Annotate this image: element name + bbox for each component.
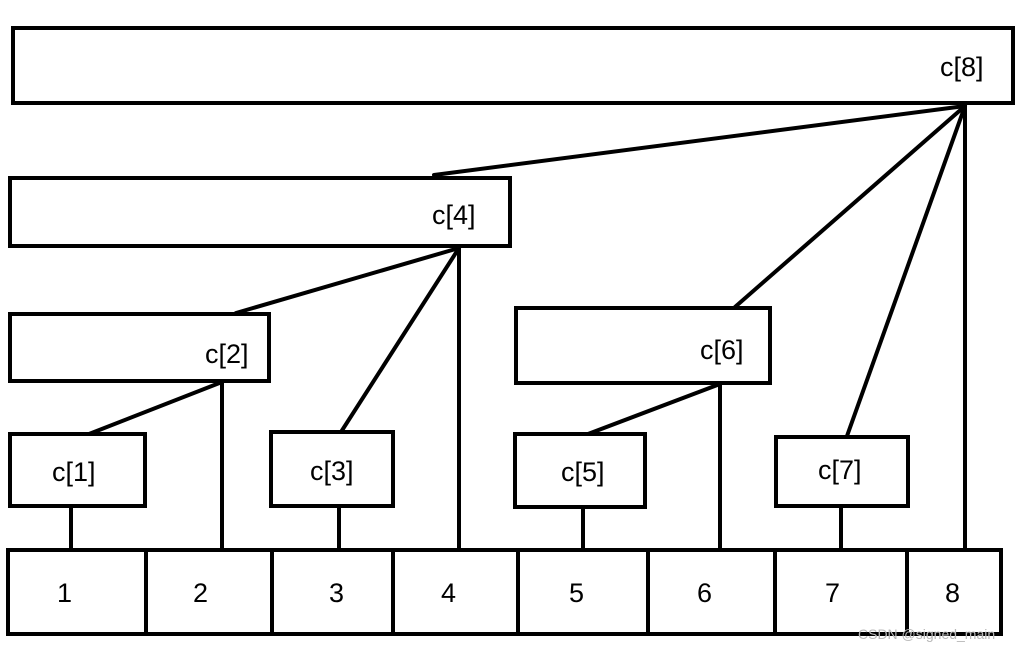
node-c3: c[3] xyxy=(269,430,395,508)
node-c5: c[5] xyxy=(513,432,647,509)
node-c7: c[7] xyxy=(774,435,910,508)
edge-c6-c5 xyxy=(586,382,722,436)
edge-c4-c2 xyxy=(234,246,461,315)
array-cell-2: 2 xyxy=(193,578,208,608)
node-c1: c[1] xyxy=(8,432,147,508)
node-c2: c[2] xyxy=(8,312,271,383)
node-c3-label: c[3] xyxy=(310,456,354,486)
edge-c4-c3 xyxy=(339,246,461,434)
node-c5-box xyxy=(513,432,647,509)
edge-c8-c7 xyxy=(845,104,967,438)
node-c7-box xyxy=(774,435,910,508)
node-c2-label: c[2] xyxy=(205,339,249,369)
node-c8-box xyxy=(11,26,1015,105)
array-cell-5: 5 xyxy=(569,578,584,608)
array-outline xyxy=(6,548,1003,636)
node-c4-box xyxy=(8,176,512,248)
array-cell-3: 3 xyxy=(329,578,344,608)
node-c6-box xyxy=(514,306,772,385)
node-c3-box xyxy=(269,430,395,508)
node-c6: c[6] xyxy=(514,306,772,385)
node-c8: c[8] xyxy=(11,26,1015,105)
node-c4-label: c[4] xyxy=(432,200,476,230)
array-cell-8: 8 xyxy=(945,578,960,608)
node-c4: c[4] xyxy=(8,176,512,248)
node-c8-label: c[8] xyxy=(940,52,984,82)
node-c5-label: c[5] xyxy=(561,457,605,487)
array-cell-1: 1 xyxy=(57,578,72,608)
array-cell-7: 7 xyxy=(825,578,840,608)
node-c7-label: c[7] xyxy=(818,455,862,485)
node-c2-box xyxy=(8,312,271,383)
edge-c8-c4 xyxy=(432,104,967,177)
array-cell-4: 4 xyxy=(441,578,456,608)
edge-c8-c6 xyxy=(733,104,967,309)
edge-c2-c1 xyxy=(87,380,224,436)
watermark: CSDN @signed_main xyxy=(858,626,995,642)
array-row: 1 2 3 4 5 6 7 8 xyxy=(6,548,1003,636)
node-c1-box xyxy=(8,432,147,508)
edges xyxy=(69,104,967,552)
array-cell-6: 6 xyxy=(697,578,712,608)
node-c1-label: c[1] xyxy=(52,457,96,487)
node-c6-label: c[6] xyxy=(700,335,744,365)
